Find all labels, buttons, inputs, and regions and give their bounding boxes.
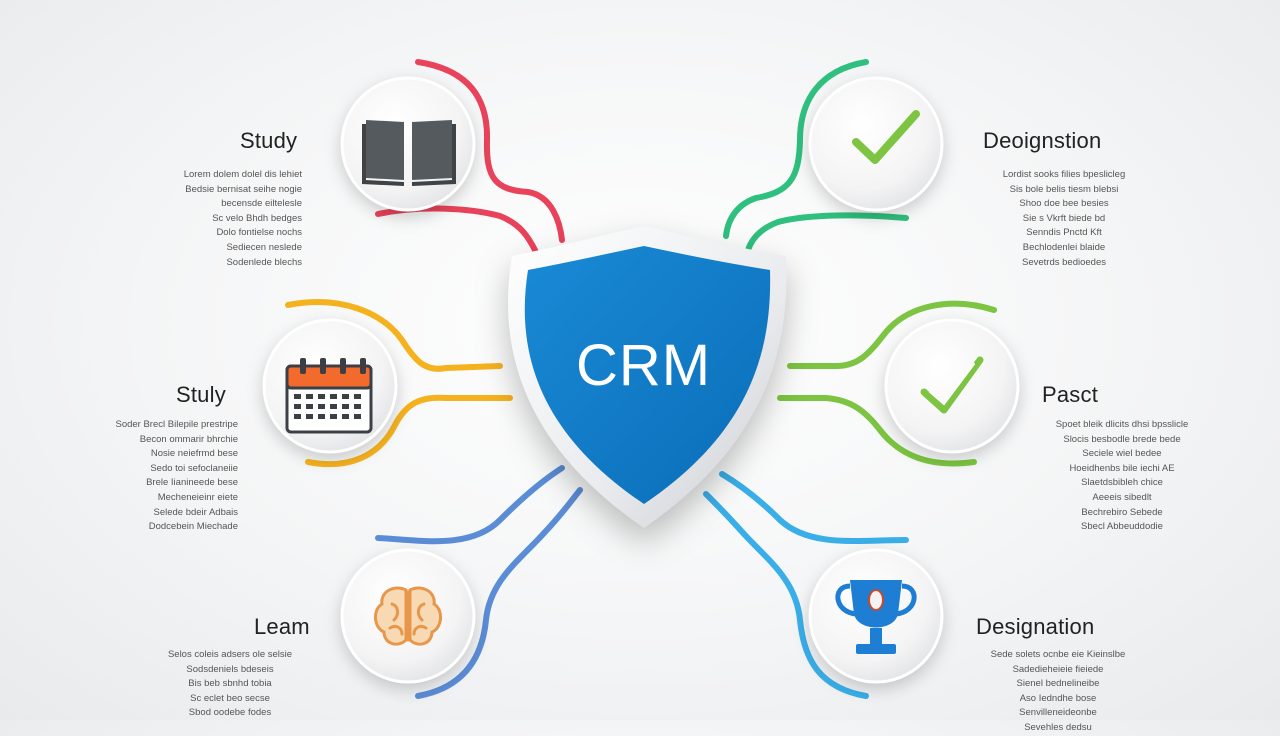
tick-icon — [920, 356, 984, 414]
connector-top-left-b — [375, 205, 539, 255]
connector-middle-right-a — [787, 300, 997, 369]
description-line: Sevehles dedsu — [1024, 721, 1092, 733]
description-line: Bechlodenlei blaide — [1022, 241, 1106, 253]
description-line: Sienel bednelineibe — [1016, 678, 1100, 690]
title-top-right: Deoignstion — [983, 128, 1102, 153]
description-line: Aso Iedndhe bose — [1019, 692, 1097, 704]
description-line: Sis bole belis tiesm blebsi — [1009, 183, 1119, 195]
title-middle-right: Pasct — [1042, 382, 1099, 407]
checkmark-icon — [852, 110, 920, 164]
connector-top-left-a — [415, 59, 565, 243]
center-label: CRM — [575, 333, 712, 398]
description-line: Dodcebein Miechade — [148, 521, 238, 533]
title-middle-left: Stuly — [176, 382, 226, 407]
description-line: Becon ommarir bhrchie — [139, 433, 238, 445]
description-line: Sevetrds bedioedes — [1022, 256, 1106, 268]
description-line: Sede solets ocnbe eie Kieinslbe — [990, 649, 1126, 660]
description-line: Slocis besbodle brede bede — [1063, 433, 1181, 445]
description-line: Sie s Vkrft biede bd — [1022, 212, 1106, 224]
shield-face — [524, 246, 771, 504]
description-line: Sodenlede blechs — [226, 256, 302, 268]
description-line: Shoo doe bee besies — [1019, 198, 1109, 210]
description-line: Sedo toi sefoclaneiie — [150, 462, 238, 474]
description-line: Nosie neiefrmd bese — [150, 448, 238, 460]
connector-top-right-b — [745, 212, 909, 253]
description-line: Selede bdeir Adbais — [153, 506, 238, 518]
description-line: Sbod oodebe fodes — [188, 707, 272, 719]
connector-middle-left-a — [285, 299, 503, 372]
crm-shield — [508, 226, 787, 528]
calendar-icon — [285, 358, 373, 434]
description-line: becensde eiltelesle — [221, 198, 302, 210]
node-top-right — [808, 76, 944, 212]
connector-bottom-left-a — [375, 465, 565, 545]
node-bottom-left — [340, 548, 476, 684]
title-bottom-left: Leam — [254, 614, 310, 639]
trophy-icon — [835, 580, 917, 654]
description-line: Bedsie bernisat seihe nogie — [185, 183, 302, 195]
description-line: Sadedieheieie fieiede — [1012, 663, 1104, 675]
description-line: Brele Iianineede bese — [146, 477, 238, 489]
description-line: Spoet bleik dlicits dhsi bpsslicle — [1055, 419, 1189, 430]
description-line: Sc eclet beo secse — [190, 692, 270, 704]
description-line: Sodsdeniels bdeseis — [186, 663, 274, 675]
description-line: Mecheneieinr eiete — [157, 491, 238, 503]
description-line: Bis beb sbnhd tobia — [188, 678, 272, 690]
connector-bottom-right-a — [719, 471, 909, 545]
description-line: Seciele wiel bedee — [1082, 448, 1162, 460]
connector-middle-left-b — [305, 394, 513, 468]
description-line: Hoeidhenbs bile iechi AE — [1069, 462, 1175, 474]
node-bottom-right — [808, 548, 944, 684]
description-line: Senvilleneideonbe — [1019, 707, 1097, 719]
node-middle-left — [262, 318, 398, 454]
description-line: Sbecl Abbeuddodie — [1081, 521, 1163, 533]
node-middle-right — [884, 318, 1020, 454]
node-top-left — [340, 76, 476, 212]
description-line: Dolo fontielse nochs — [216, 227, 302, 239]
description-line: Aeeeis sibedlt — [1092, 491, 1152, 503]
connector-bottom-right-b — [703, 491, 869, 699]
description-line: Soder Brecl Bilepile prestripe — [115, 419, 238, 430]
description-line: Lorem dolem dolel dis lehiet — [183, 169, 302, 180]
description-line: Bechrebiro Sebede — [1081, 506, 1163, 518]
description-line: Lordist sooks filies bpeslicleg — [1002, 169, 1126, 180]
connector-bottom-left-b — [415, 487, 583, 699]
brain-icon — [374, 586, 442, 646]
crm-mind-map — [262, 59, 1020, 699]
description-line: Selos coleis adsers ole selsie — [167, 649, 293, 660]
title-bottom-right: Designation — [976, 614, 1095, 639]
description-line: Sediecen neslede — [226, 241, 302, 253]
connector-middle-right-b — [777, 395, 977, 467]
connector-top-right-a — [723, 59, 869, 239]
description-line: Sc velo Bhdh bedges — [212, 212, 302, 224]
title-top-left: Study — [240, 128, 298, 153]
book-icon — [362, 120, 456, 186]
description-line: Slaetdsbibleh chice — [1081, 477, 1163, 489]
description-line: Senndis Pnctd Kft — [1026, 227, 1102, 239]
